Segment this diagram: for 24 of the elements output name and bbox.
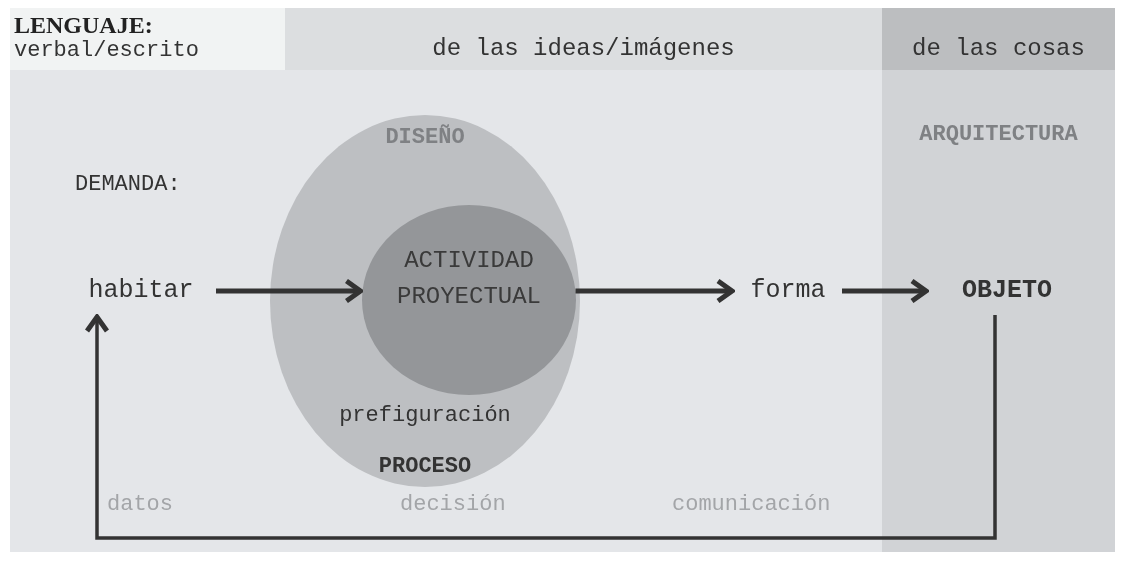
section-label: DEMANDA: xyxy=(75,171,181,199)
column-band xyxy=(882,70,1115,552)
header-text: de las ideas/imágenes xyxy=(432,34,735,64)
circle-text: prefiguración xyxy=(338,402,512,430)
header-text: verbal/escrito xyxy=(14,38,200,64)
node-text: forma xyxy=(750,275,826,308)
header-cell xyxy=(882,8,1115,70)
arrow xyxy=(84,314,997,540)
arrow xyxy=(575,278,735,304)
arrow xyxy=(216,278,363,304)
node-text: habitar xyxy=(88,275,194,308)
edge-note: datos xyxy=(107,491,173,519)
column-title: ARQUITECTURA xyxy=(918,121,1079,149)
circle-title: DISEÑO xyxy=(384,123,466,152)
header-text: de las cosas xyxy=(912,34,1085,64)
arrow xyxy=(842,278,929,304)
node-text: OBJETO xyxy=(962,275,1052,308)
edge-note: decisión xyxy=(400,491,506,519)
edge-note: comunicación xyxy=(672,491,831,519)
header-cell xyxy=(285,8,882,70)
heading: LENGUAJE: xyxy=(14,12,154,38)
circle-text: ACTIVIDAD PROYECTUAL xyxy=(396,246,542,312)
header-cell xyxy=(10,8,285,70)
circle-text: PROCESO xyxy=(377,453,473,481)
